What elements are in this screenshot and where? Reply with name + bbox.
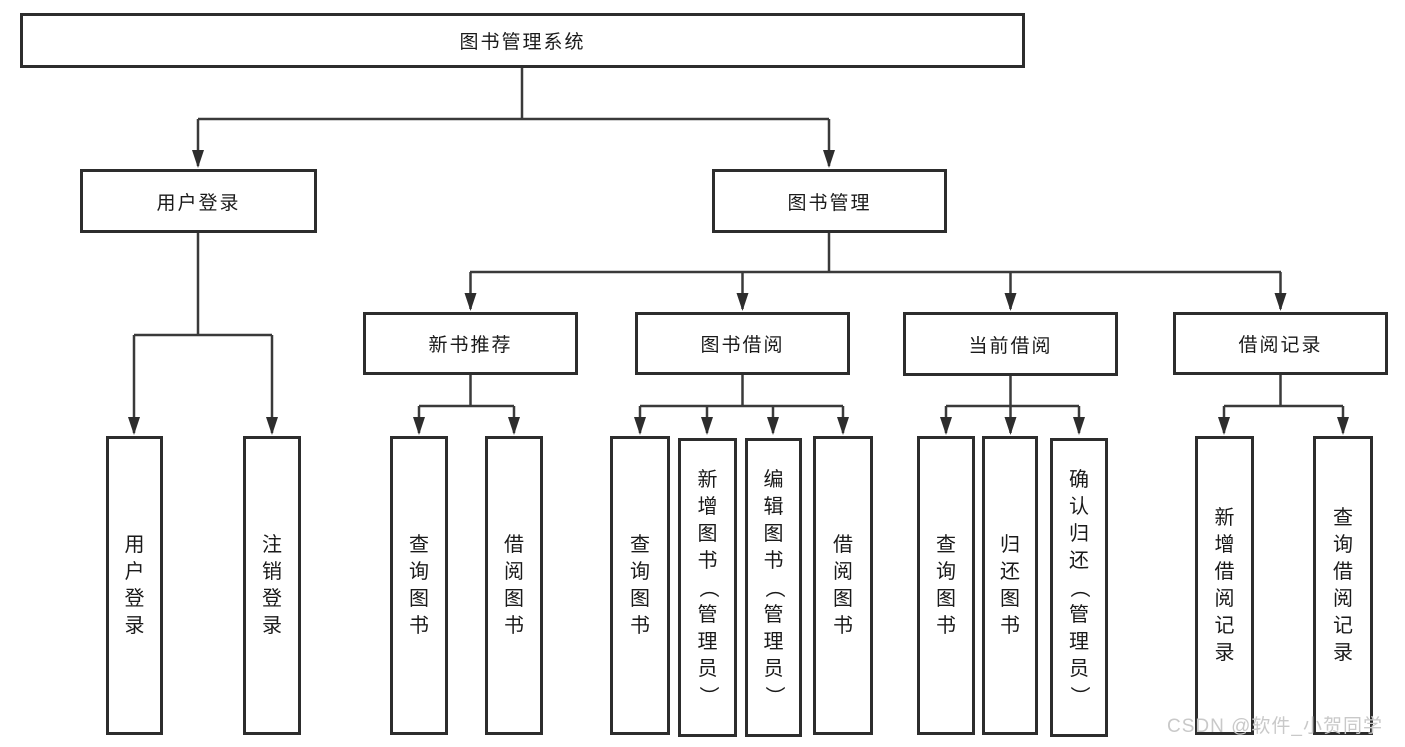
leaf-user-login: 用户登录 <box>106 436 163 735</box>
node-root-label: 图书管理系统 <box>459 32 586 53</box>
leaf-query-books-1: 查询图书 <box>390 436 448 735</box>
wire-current-borrow-branch <box>946 376 1079 408</box>
wire-user-login-branch <box>134 233 272 337</box>
leaf-borrow-books-1: 借阅图书 <box>485 436 543 735</box>
node-user-login: 用户登录 <box>80 169 317 233</box>
leaf-edit-book-admin: 编辑图书（管理员） <box>745 438 802 737</box>
leaf-query-borrow-record-label: 查询借阅记录 <box>1333 507 1353 664</box>
wire-book-management-branch <box>470 233 1281 274</box>
node-user-login-label: 用户登录 <box>156 192 241 214</box>
leaf-query-borrow-record: 查询借阅记录 <box>1313 436 1373 735</box>
leaf-edit-book-admin-label: 编辑图书（管理员） <box>762 468 785 706</box>
leaf-return-books-label: 归还图书 <box>1000 534 1020 637</box>
leaf-query-books-1-label: 查询图书 <box>409 534 429 637</box>
leaf-borrow-books-1-label: 借阅图书 <box>504 534 524 637</box>
wire-new-book-branch <box>419 375 514 408</box>
leaf-query-books-2: 查询图书 <box>610 436 670 735</box>
leaf-query-books-3-label: 查询图书 <box>936 534 956 637</box>
leaf-query-books-2-label: 查询图书 <box>630 534 650 637</box>
wire-root-branch <box>198 68 829 121</box>
node-new-book-recommend-label: 新书推荐 <box>428 335 513 356</box>
node-book-management-label: 图书管理 <box>787 192 872 214</box>
leaf-query-books-3: 查询图书 <box>917 436 975 735</box>
leaf-add-borrow-record-label: 新增借阅记录 <box>1214 507 1235 664</box>
leaf-user-login-label: 用户登录 <box>124 534 145 637</box>
node-new-book-recommend: 新书推荐 <box>363 312 578 375</box>
leaf-confirm-return-admin-label: 确认归还（管理员） <box>1068 468 1090 706</box>
node-current-borrow: 当前借阅 <box>903 312 1118 376</box>
leaf-borrow-books-2-label: 借阅图书 <box>833 534 853 637</box>
leaf-logout: 注销登录 <box>243 436 301 735</box>
wire-borrow-records-branch <box>1224 375 1343 408</box>
node-book-borrow: 图书借阅 <box>635 312 850 375</box>
leaf-add-borrow-record: 新增借阅记录 <box>1195 436 1254 735</box>
csdn-watermark: CSDN @软件_小贺同学 <box>1167 716 1383 737</box>
leaf-logout-label: 注销登录 <box>262 534 282 637</box>
leaf-add-book-admin: 新增图书（管理员） <box>678 438 737 737</box>
leaf-borrow-books-2: 借阅图书 <box>813 436 873 735</box>
node-borrow-records: 借阅记录 <box>1173 312 1388 375</box>
leaf-add-book-admin-label: 新增图书（管理员） <box>696 468 719 706</box>
wire-book-borrow-branch <box>640 375 843 408</box>
leaf-confirm-return-admin: 确认归还（管理员） <box>1050 438 1108 737</box>
node-book-borrow-label: 图书借阅 <box>700 335 785 356</box>
node-book-management: 图书管理 <box>712 169 947 233</box>
node-borrow-records-label: 借阅记录 <box>1238 335 1323 356</box>
node-current-borrow-label: 当前借阅 <box>968 335 1053 357</box>
leaf-return-books: 归还图书 <box>982 436 1038 735</box>
node-root: 图书管理系统 <box>20 13 1025 68</box>
